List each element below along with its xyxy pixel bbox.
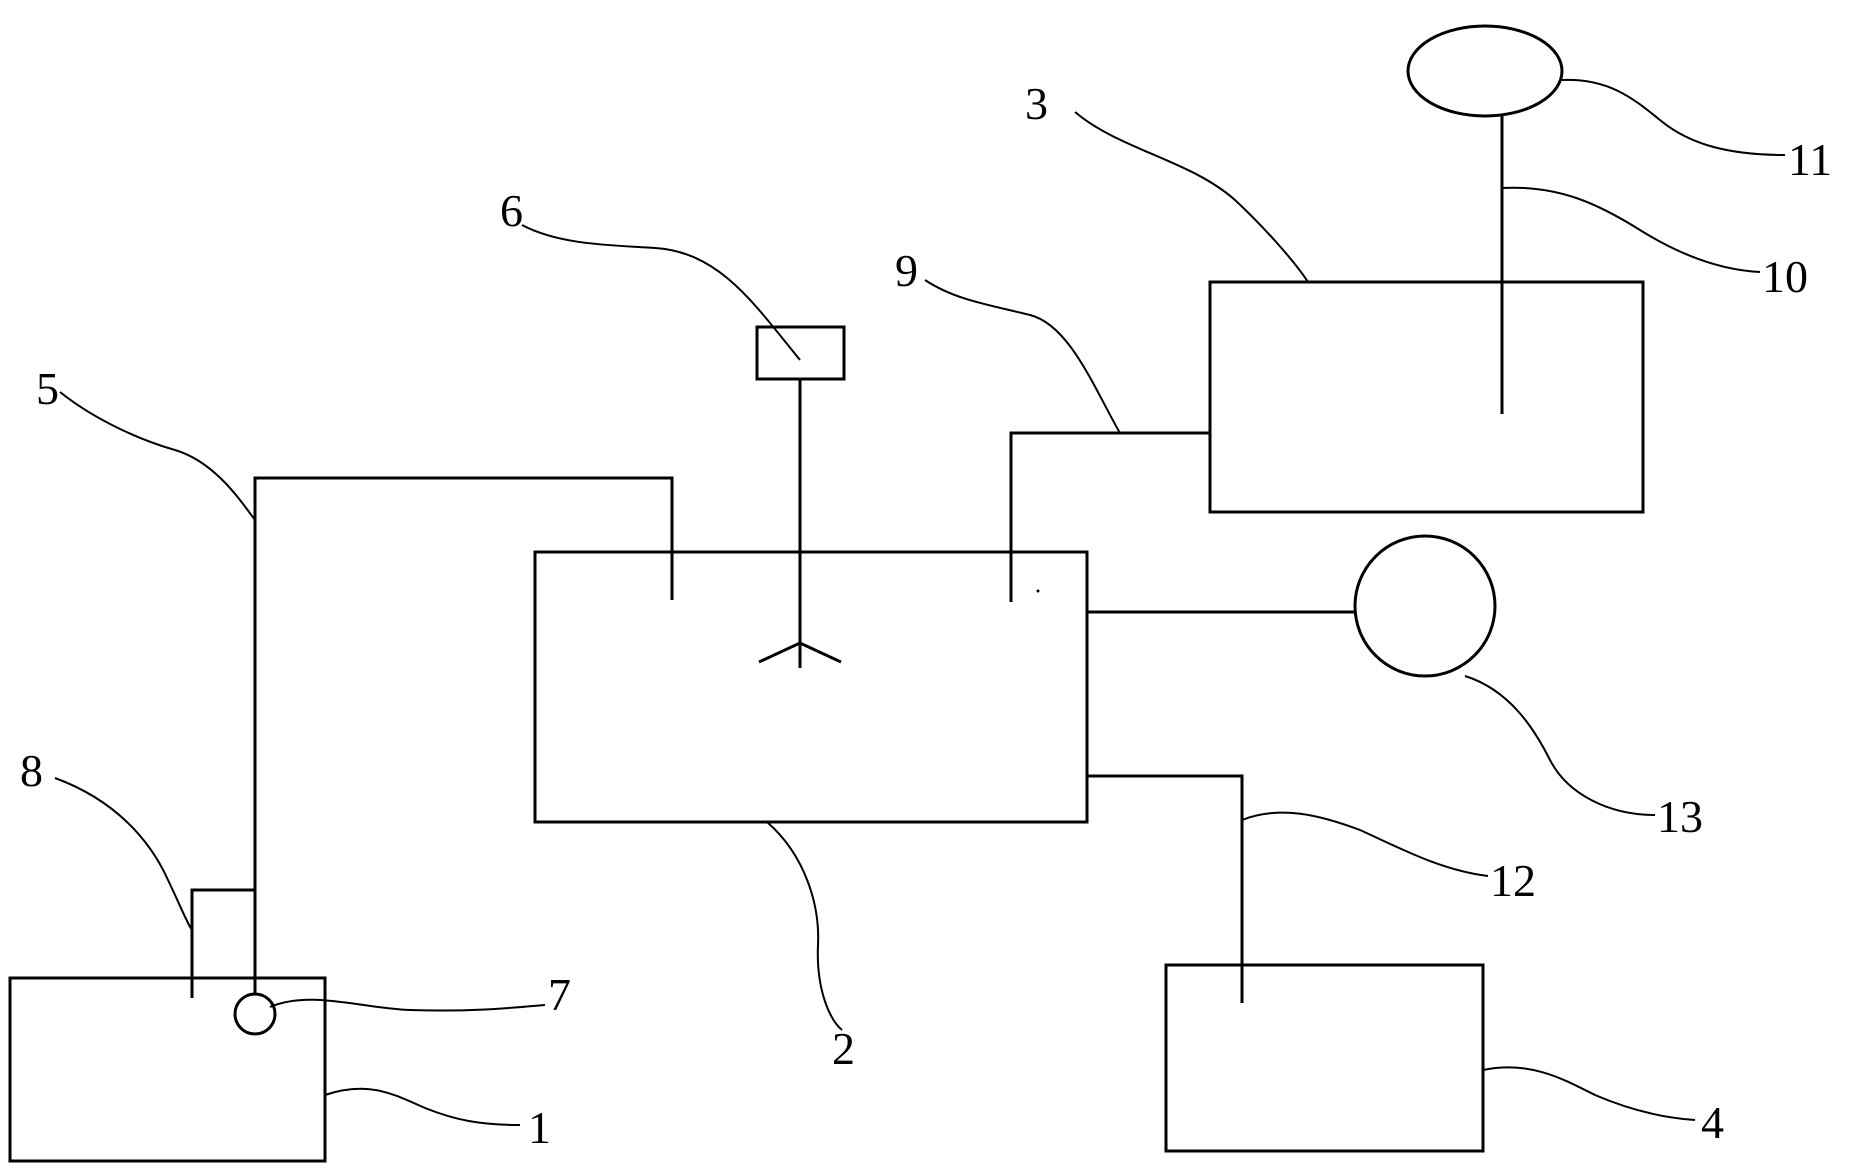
vessel-dot (1036, 589, 1040, 593)
label-1: 1 (528, 1102, 551, 1153)
component-7-pump (233, 992, 277, 1036)
label-9: 9 (895, 245, 918, 296)
leader-6 (521, 224, 801, 361)
pipe-8 (190, 888, 255, 998)
component-6-motor (755, 325, 846, 381)
label-13: 13 (1657, 791, 1703, 842)
leader-7 (269, 998, 546, 1012)
label-2: 2 (832, 1023, 855, 1074)
leader-10 (1501, 186, 1761, 273)
label-8: 8 (20, 745, 43, 796)
label-7: 7 (548, 969, 571, 1020)
leader-13 (1464, 675, 1656, 816)
leader-12 (1241, 811, 1489, 877)
component-2-main-vessel (533, 550, 1089, 824)
label-3: 3 (1025, 78, 1048, 129)
component-3-tank (1208, 280, 1645, 514)
leader-9 (924, 279, 1121, 434)
pipe-12 (1087, 774, 1244, 1003)
label-10: 10 (1762, 251, 1808, 302)
pipe-9 (1009, 431, 1210, 602)
component-11-bulb (1406, 24, 1564, 118)
leader-3 (1074, 111, 1309, 283)
leader-1 (324, 1087, 521, 1126)
label-4: 4 (1701, 1097, 1724, 1148)
component-4-tank (1164, 963, 1485, 1153)
label-6: 6 (500, 185, 523, 236)
leader-5 (59, 391, 256, 521)
component-1-tank (8, 976, 327, 1163)
leader-4 (1482, 1066, 1696, 1121)
label-5: 5 (36, 363, 59, 414)
stirrer-blades (758, 641, 842, 664)
leader-2 (766, 821, 843, 1031)
label-11: 11 (1788, 134, 1832, 185)
pipe-5 (253, 476, 674, 994)
label-12: 12 (1490, 855, 1536, 906)
leader-11 (1561, 78, 1786, 156)
leader-8 (54, 777, 193, 931)
component-13-gauge (1353, 534, 1497, 678)
